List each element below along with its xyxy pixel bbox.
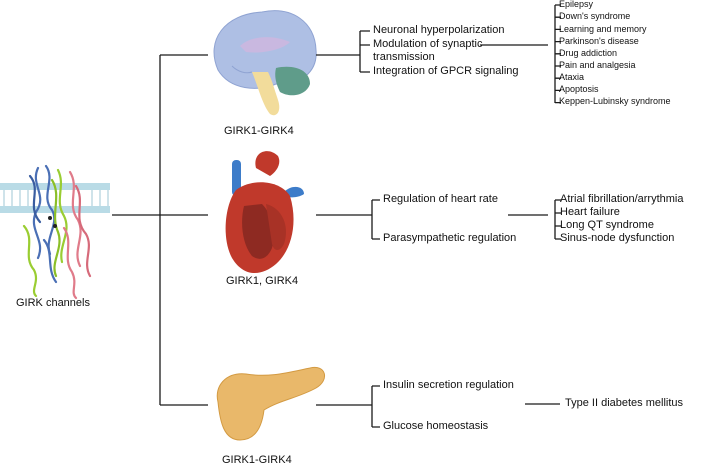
brain-disease-item: Ataxia [559,72,585,82]
brain-disease-item: Parkinson's disease [559,36,639,46]
heart-disease-item: Sinus-node dysfunction [560,232,675,244]
heart-disease-item: Atrial fibrillation/arrythmia [560,193,684,205]
brain-disease-item: Epilepsy [559,0,594,9]
brain-disease-item: Down's syndrome [559,11,631,21]
heart-disease-item: Long QT syndrome [560,219,654,231]
brain-disease-item: Learning and memory [559,24,647,34]
brain-diseases-ticks [555,4,561,104]
heart-function-item: Parasympathetic regulation [383,232,517,244]
girk-channel-illustration [0,164,110,300]
heart-illustration [225,151,304,274]
heart-disease-item: Heart failure [560,206,620,218]
brain-tissue-label: GIRK1-GIRK4 [224,125,294,137]
brain-disease-item: Drug addiction [559,48,618,58]
heart-function-item: Regulation of heart rate [383,193,498,205]
pancreas-function-item: Insulin secretion regulation [383,379,514,391]
pancreas-disease-item: Type II diabetes mellitus [565,397,684,409]
brain-disease-item: Keppen-Lubinsky syndrome [559,96,671,106]
pancreas-function-item: Glucose homeostasis [383,420,489,432]
brain-disease-item: Pain and analgesia [559,60,636,70]
brain-function-item: Neuronal hyperpolarization [373,24,505,36]
heart-tissue-label: GIRK1, GIRK4 [226,275,299,287]
connector-lines [112,4,561,428]
heart-functions-ticks [372,199,380,240]
pancreas-tissue-label: GIRK1-GIRK4 [222,454,292,466]
brain-functions-ticks [360,30,370,73]
heart-diseases-ticks [555,199,561,240]
brain-disease-item: Apoptosis [559,84,599,94]
pancreas-illustration [216,366,325,441]
pancreas-functions-ticks [372,385,380,428]
brain-function-item: transmission [373,51,435,63]
brain-illustration [213,10,317,116]
brain-function-item: Integration of GPCR signaling [373,65,519,77]
girk-channels-label: GIRK channels [16,297,90,309]
brain-function-item: Modulation of synaptic [373,38,483,50]
